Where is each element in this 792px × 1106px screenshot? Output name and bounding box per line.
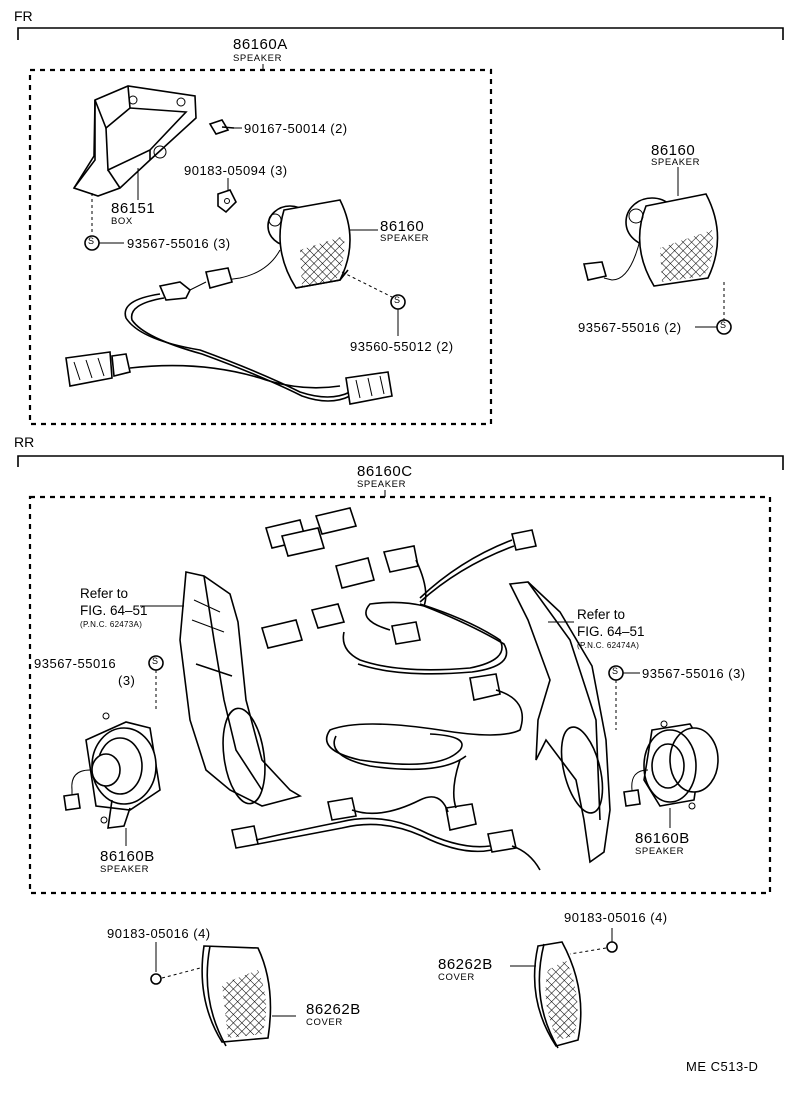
fr-screw-inner-pn: 93560-55012 (2) — [350, 339, 454, 354]
fr-outer-speaker-pn: 86160 — [651, 142, 696, 159]
fr-box-pn: 86151 — [111, 200, 156, 217]
fr-box-name: BOX — [111, 216, 133, 227]
rr-left-speaker-name: SPEAKER — [100, 864, 150, 875]
screw-symbol: S — [720, 320, 727, 330]
rr-refer-right-line2: FIG. 64–51 — [577, 624, 645, 639]
fr-assy-pn: 86160A — [233, 36, 288, 53]
fr-assembly-boundary — [28, 68, 493, 426]
rr-left-speaker-drawing — [63, 712, 161, 829]
screw-symbol: S — [394, 295, 401, 305]
rr-right-speaker-name: SPEAKER — [635, 846, 685, 857]
screw-symbol: S — [612, 666, 619, 676]
rr-screw-right-pn: 93567-55016 (3) — [642, 666, 746, 681]
section-fr-label: FR — [14, 8, 33, 24]
fr-inner-speaker-pn: 86160 — [380, 218, 425, 235]
rr-right-cover-name: COVER — [438, 972, 475, 983]
fr-bolt-pn: 90167-50014 (2) — [244, 121, 348, 136]
rr-left-cover-drawing — [201, 945, 272, 1047]
rr-right-cover-drawing — [533, 941, 582, 1049]
nut-drawing — [217, 189, 237, 214]
rr-screw-left-qty: (3) — [118, 673, 136, 688]
rr-nut-right-pn: 90183-05016 (4) — [564, 910, 668, 925]
screw-symbol: S — [152, 656, 159, 666]
fr-section-bracket — [17, 27, 784, 40]
rr-left-speaker-pn: 86160B — [100, 848, 155, 865]
fr-screw-outer-pn: 93567-55016 (2) — [578, 320, 682, 335]
fr-inner-speaker-name: SPEAKER — [380, 233, 430, 244]
fr-harness-drawing — [65, 281, 393, 405]
rr-right-cover-pn: 86262B — [438, 956, 493, 973]
fr-screw-box-pn: 93567-55016 (3) — [127, 236, 231, 251]
rr-refer-right-line3: (P.N.C. 62474A) — [577, 641, 640, 650]
speaker-box-drawing — [72, 85, 197, 197]
fr-inner-speaker-drawing — [267, 199, 351, 289]
fr-outer-speaker-drawing — [603, 193, 719, 287]
section-rr-label: RR — [14, 434, 35, 450]
rr-assy-pn: 86160C — [357, 463, 413, 480]
rr-left-cover-pn: 86262B — [306, 1001, 361, 1018]
rr-right-speaker-pn: 86160B — [635, 830, 690, 847]
rr-assembly-boundary — [28, 495, 772, 895]
rr-refer-right-line1: Refer to — [577, 607, 626, 622]
diagram-code: ME C513-D — [686, 1059, 759, 1074]
rr-right-pillar-drawing — [508, 581, 611, 864]
fr-outer-speaker-name: SPEAKER — [651, 157, 701, 168]
rr-refer-left-line3: (P.N.C. 62473A) — [80, 620, 143, 629]
rr-section-bracket — [17, 455, 784, 470]
rr-refer-left-line2: FIG. 64–51 — [80, 603, 148, 618]
screw-symbol: S — [88, 236, 95, 246]
fr-nut-pn: 90183-05094 (3) — [184, 163, 288, 178]
rr-assy-name: SPEAKER — [357, 479, 407, 490]
rr-left-cover-name: COVER — [306, 1017, 343, 1028]
rr-nut-left-pn: 90183-05016 (4) — [107, 926, 211, 941]
rr-refer-left-line1: Refer to — [80, 586, 129, 601]
rr-left-pillar-drawing — [179, 571, 303, 807]
rr-connectors-drawing — [231, 507, 537, 853]
bolt-drawing — [208, 119, 235, 135]
rr-harness-drawing — [255, 539, 541, 871]
fr-assy-name: SPEAKER — [233, 53, 283, 64]
rr-right-speaker-drawing — [623, 720, 719, 810]
rr-screw-left-pn: 93567-55016 — [34, 656, 117, 671]
